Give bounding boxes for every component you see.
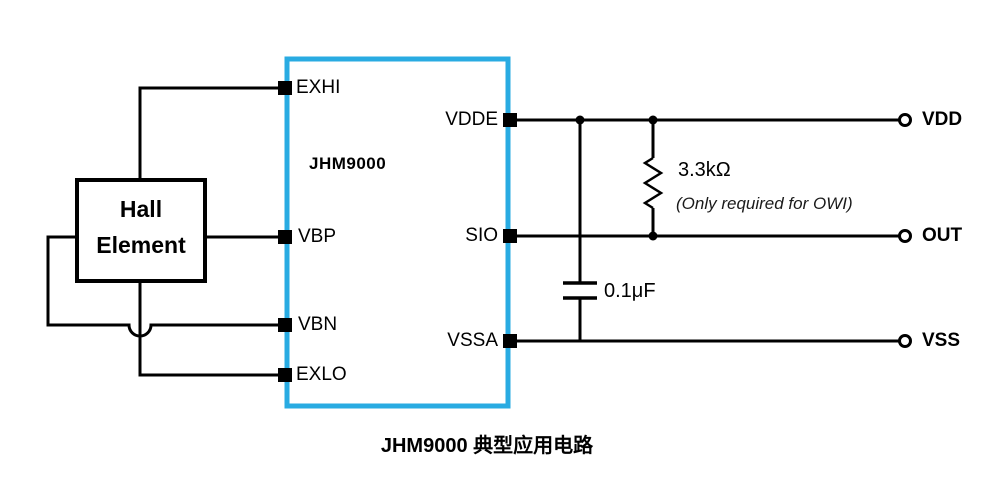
junction-res-out: [648, 231, 658, 241]
resistor-value-label: 3.3kΩ: [678, 159, 731, 181]
terminal-label-vdd: VDD: [922, 109, 963, 130]
pin-label-sio: SIO: [465, 225, 498, 246]
wires: [46, 86, 899, 377]
wire-vbn: [46, 235, 287, 338]
pin-label-exhi: EXHI: [296, 77, 341, 98]
hall-element-line2: Element: [96, 232, 186, 258]
pin-exlo: [278, 368, 292, 382]
junction-res-vdd: [648, 115, 658, 125]
ic-body: [284, 56, 511, 409]
resistor-symbol: [642, 156, 664, 210]
ic-pins: [278, 81, 517, 382]
terminal-label-vss: VSS: [922, 330, 961, 351]
capacitor-symbol: [563, 281, 597, 300]
terminal-vdd: [898, 113, 912, 127]
junction-dots: [575, 115, 658, 241]
diagram-caption: JHM9000 典型应用电路: [380, 435, 594, 457]
pin-label-vbn: VBN: [298, 314, 338, 335]
pin-vbn: [278, 318, 292, 332]
wire-exlo: [138, 281, 287, 377]
terminal-label-out: OUT: [922, 225, 963, 246]
wire-exhi: [138, 86, 287, 180]
pin-vssa: [503, 334, 517, 348]
pin-sio: [503, 229, 517, 243]
hall-element-line1: Hall: [119, 196, 163, 222]
pin-label-vssa: VSSA: [447, 330, 498, 351]
terminal-vss: [898, 334, 912, 348]
pin-label-vdde: VDDE: [445, 109, 498, 130]
resistor-note-label: (Only required for OWI): [676, 194, 853, 213]
terminals: [898, 113, 912, 348]
ic-name-label: JHM9000: [309, 154, 387, 173]
pin-label-vbp: VBP: [298, 226, 337, 247]
pin-label-exlo: EXLO: [296, 364, 347, 385]
pin-exhi: [278, 81, 292, 95]
pin-vbp: [278, 230, 292, 244]
junction-cap-vdd: [575, 115, 585, 125]
capacitor-value-label: 0.1μF: [604, 280, 656, 302]
pin-vdde: [503, 113, 517, 127]
hall-element-label: Hall Element: [77, 191, 205, 263]
terminal-out: [898, 229, 912, 243]
